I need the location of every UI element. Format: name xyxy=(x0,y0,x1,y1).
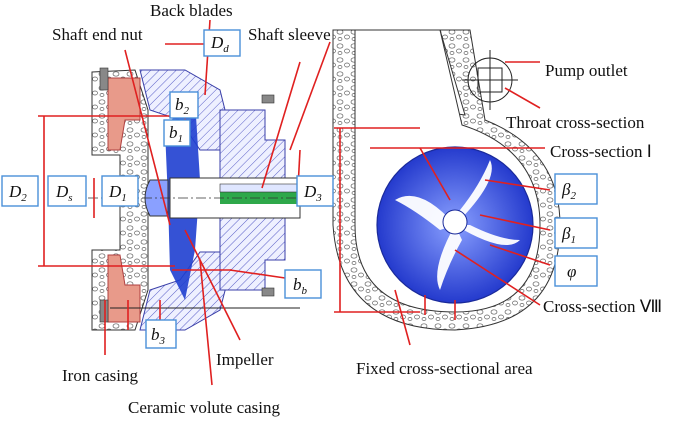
label-pump-outlet: Pump outlet xyxy=(545,61,628,80)
label-throat-cross-section: Throat cross-section xyxy=(506,113,645,132)
symbol-phi: φ xyxy=(554,255,598,287)
svg-text:D1: D1 xyxy=(108,182,127,204)
label-shaft-end-nut: Shaft end nut xyxy=(52,25,143,44)
symbol-b1: b1 xyxy=(163,119,191,147)
label-iron-casing: Iron casing xyxy=(62,366,139,385)
symbol-b2: b2 xyxy=(169,91,199,119)
svg-text:D3: D3 xyxy=(303,182,322,204)
label-cross-section-8: Cross-section Ⅷ xyxy=(543,297,662,316)
label-ceramic-volute: Ceramic volute casing xyxy=(128,398,281,417)
symbol-D3: D3 xyxy=(296,175,334,207)
symbol-beta2: β2 xyxy=(554,173,598,205)
symbol-D2: D2 xyxy=(1,175,39,207)
label-fixed-area: Fixed cross-sectional area xyxy=(356,359,533,378)
svg-text:D2: D2 xyxy=(8,182,27,204)
svg-text:φ: φ xyxy=(567,262,576,281)
dimension-lines-left xyxy=(38,19,331,386)
symbol-bb: bb xyxy=(284,269,322,299)
label-back-blades: Back blades xyxy=(150,1,233,20)
label-cross-section-1: Cross-section Ⅰ xyxy=(550,142,652,161)
symbol-beta1: β1 xyxy=(554,217,598,249)
label-impeller: Impeller xyxy=(216,350,274,369)
svg-text:Ds: Ds xyxy=(55,182,73,204)
svg-text:β2: β2 xyxy=(561,180,576,202)
svg-text:Dd: Dd xyxy=(210,33,229,55)
svg-text:b2: b2 xyxy=(175,95,190,117)
symbol-D1: D1 xyxy=(101,175,139,207)
label-shaft-sleeve: Shaft sleeve xyxy=(248,25,331,44)
meridional-section xyxy=(88,67,330,331)
symbol-Ds: Ds xyxy=(47,175,87,207)
volute-section xyxy=(332,29,561,331)
svg-text:bb: bb xyxy=(293,275,308,297)
svg-text:β1: β1 xyxy=(561,224,576,246)
symbol-Dd: Dd xyxy=(203,29,241,57)
symbol-b3: b3 xyxy=(145,319,177,349)
dimension-lines-right xyxy=(334,61,551,346)
svg-text:b3: b3 xyxy=(151,325,166,347)
svg-text:b1: b1 xyxy=(169,123,183,145)
